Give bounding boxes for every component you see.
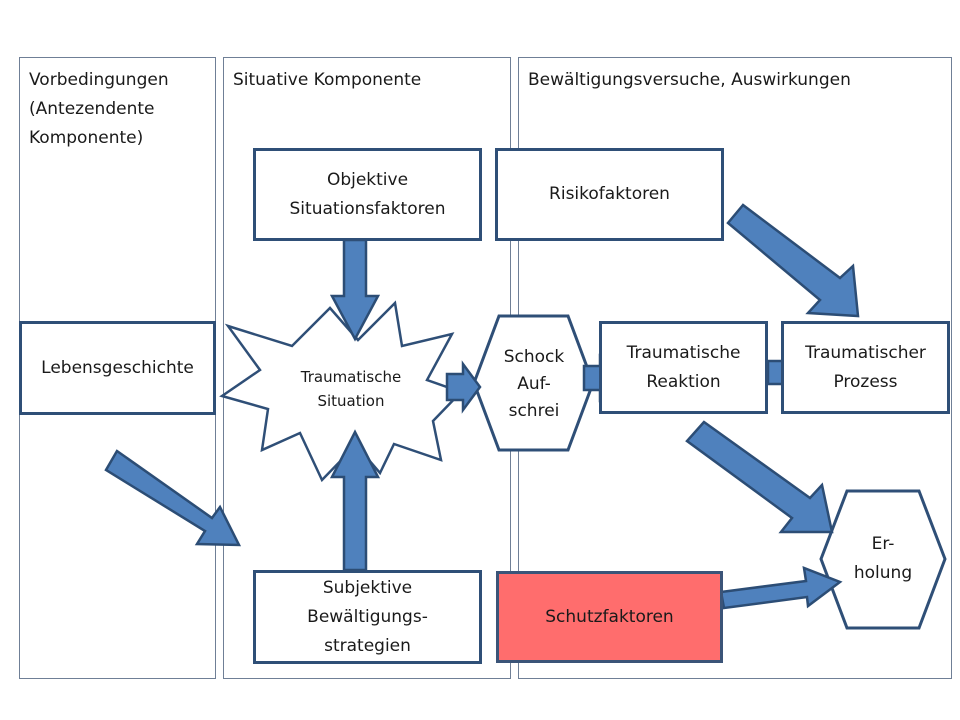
column-title-bewaeltigung: Bewältigungsversuche, Auswirkungen <box>528 70 851 90</box>
label-schock: Schock Auf- schrei <box>503 346 565 421</box>
arrow-risikofaktoren-diagonal-icon <box>726 203 860 318</box>
arrow-objektive-down-icon <box>329 238 381 342</box>
column-title-situative: Situative Komponente <box>233 70 422 90</box>
arrow-lebensgeschichte-diagonal-icon <box>104 449 242 547</box>
node-risikofaktoren: Risikofaktoren <box>495 148 724 241</box>
node-traumatische-reaktion: Traumatische Reaktion <box>599 321 768 414</box>
node-subjektive-bewaeltigungsstrategien: Subjektive Bewältigungs- strategien <box>253 570 482 664</box>
node-objektive-situationsfaktoren: Objektive Situationsfaktoren <box>253 148 482 241</box>
node-traumatischer-prozess: Traumatischer Prozess <box>781 321 950 414</box>
node-schutzfaktoren: Schutzfaktoren <box>496 571 723 663</box>
arrow-reaktion-to-erholung-icon <box>685 420 834 534</box>
arrow-subjektive-up-icon <box>329 429 381 572</box>
traumatische-situation-starburst <box>219 300 464 483</box>
column-title-vorbedingungen: Vorbedingungen (Antezendente Komponente) <box>29 70 169 148</box>
arrow-situation-to-schock-icon <box>445 360 482 414</box>
arrow-schutzfaktoren-to-erholung-icon <box>719 566 843 610</box>
node-lebensgeschichte: Lebensgeschichte <box>19 321 216 415</box>
label-traumatische-situation: Traumatische Situation <box>300 368 402 410</box>
erholung-hexagon <box>819 489 947 630</box>
label-erholung: Er- holung <box>853 534 913 583</box>
